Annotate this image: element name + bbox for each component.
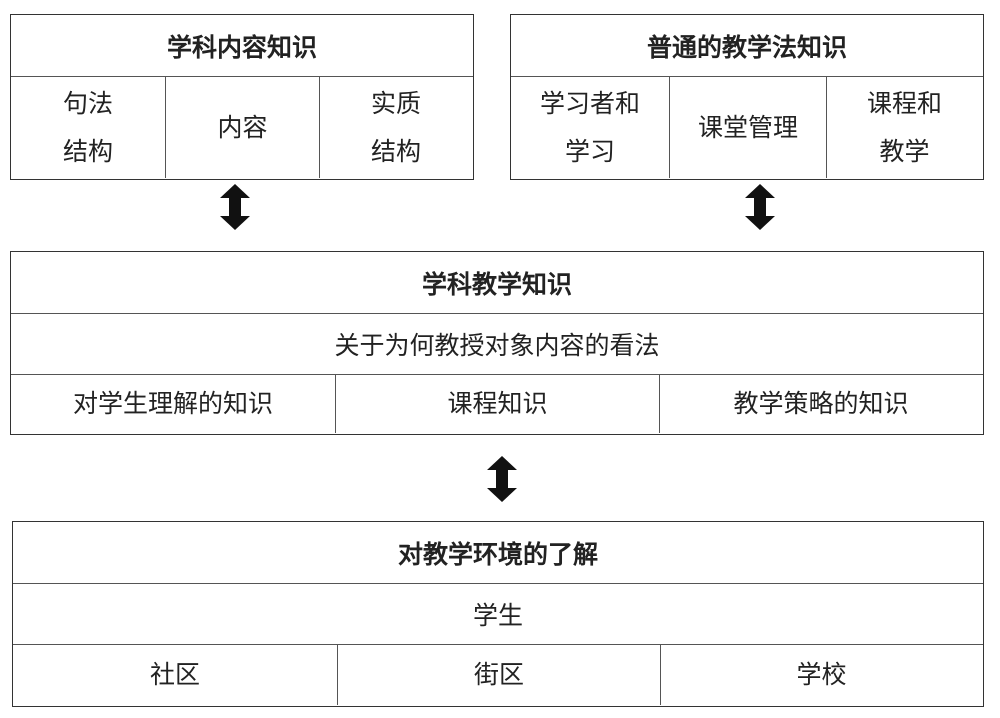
curriculum-and-instruction-cell: 课程和 教学 <box>826 77 982 178</box>
context-knowledge-title: 对教学环境的了解 <box>13 522 983 584</box>
pedagogy-knowledge-box: 普通的教学法知识 学习者和 学习 课堂管理 课程和 教学 <box>510 14 984 180</box>
community-cell: 社区 <box>149 660 200 689</box>
context-subtitle: 学生 <box>13 584 983 645</box>
learners-and-learning-cell: 学习者和 学习 <box>539 88 640 166</box>
content-knowledge-title: 学科内容知识 <box>11 15 473 77</box>
double-arrow-vertical-icon <box>220 184 250 230</box>
substantive-structure-cell: 实质 结构 <box>319 77 472 178</box>
student-understanding-cell: 对学生理解的知识 <box>72 389 273 418</box>
instructional-strategies-cell: 教学策略的知识 <box>659 375 982 433</box>
pck-title: 学科教学知识 <box>11 252 983 314</box>
context-knowledge-box: 对教学环境的了解 学生 社区 街区 学校 <box>12 521 984 707</box>
pck-subtitle: 关于为何教授对象内容的看法 <box>11 314 983 375</box>
context-row: 社区 街区 学校 <box>13 645 983 705</box>
school-cell: 学校 <box>660 645 982 705</box>
content-knowledge-box: 学科内容知识 句法 结构 内容 实质 结构 <box>10 14 474 180</box>
pck-row: 对学生理解的知识 课程知识 教学策略的知识 <box>11 375 983 433</box>
syntactic-structure-cell: 句法 结构 <box>62 88 113 166</box>
content-cell: 内容 <box>165 77 319 178</box>
district-cell: 街区 <box>337 645 660 705</box>
curriculum-knowledge-cell: 课程知识 <box>335 375 659 433</box>
content-knowledge-row: 句法 结构 内容 实质 结构 <box>11 77 473 178</box>
double-arrow-vertical-icon <box>487 456 517 502</box>
pedagogy-knowledge-title: 普通的教学法知识 <box>511 15 983 77</box>
classroom-management-cell: 课堂管理 <box>669 77 826 178</box>
pck-box: 学科教学知识 关于为何教授对象内容的看法 对学生理解的知识 课程知识 教学策略的… <box>10 251 984 435</box>
double-arrow-vertical-icon <box>745 184 775 230</box>
pedagogy-knowledge-row: 学习者和 学习 课堂管理 课程和 教学 <box>511 77 983 178</box>
